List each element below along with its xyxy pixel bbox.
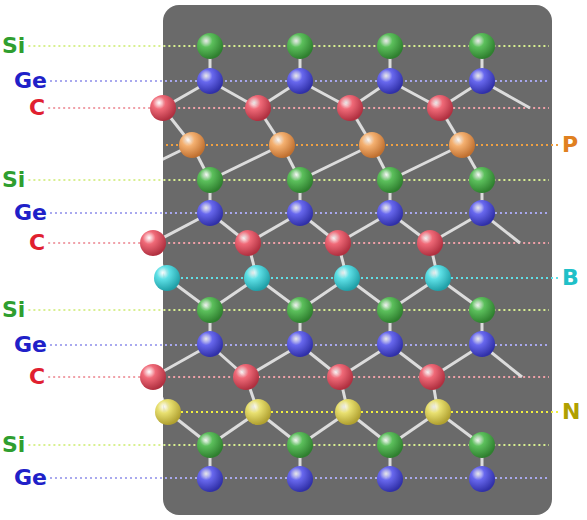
guide-line — [48, 242, 549, 244]
guide-line — [166, 411, 559, 413]
guide-line — [48, 376, 549, 378]
atom — [335, 399, 361, 425]
atom — [287, 297, 313, 323]
atom — [287, 200, 313, 226]
atom — [469, 466, 495, 492]
atom — [150, 95, 176, 121]
element-label: Ge — [14, 465, 47, 491]
atom — [419, 364, 445, 390]
atom — [287, 331, 313, 357]
atom — [287, 432, 313, 458]
atom — [197, 33, 223, 59]
element-label: Ge — [14, 200, 47, 226]
element-label: Si — [2, 432, 25, 458]
dopant-label: N — [562, 399, 580, 425]
atom — [469, 167, 495, 193]
atom — [359, 132, 385, 158]
atom — [197, 68, 223, 94]
atom — [377, 432, 403, 458]
panel — [163, 5, 552, 515]
atom — [197, 297, 223, 323]
dopant-label: B — [562, 265, 579, 291]
element-label: Ge — [14, 332, 47, 358]
atom — [287, 466, 313, 492]
element-label: Si — [2, 33, 25, 59]
element-label: Si — [2, 167, 25, 193]
element-label: C — [29, 95, 45, 121]
atom — [154, 265, 180, 291]
atom — [337, 95, 363, 121]
atom — [245, 399, 271, 425]
atom — [235, 230, 261, 256]
atom — [377, 200, 403, 226]
atom — [197, 200, 223, 226]
atom — [469, 297, 495, 323]
atom — [425, 399, 451, 425]
atom — [245, 95, 271, 121]
element-label: Si — [2, 297, 25, 323]
element-label: C — [29, 230, 45, 256]
atom — [469, 331, 495, 357]
atom — [469, 33, 495, 59]
atom — [269, 132, 295, 158]
atom — [469, 200, 495, 226]
atom — [325, 230, 351, 256]
atom — [469, 432, 495, 458]
atom — [197, 432, 223, 458]
atom — [377, 331, 403, 357]
guide-line — [48, 107, 549, 109]
atom — [287, 33, 313, 59]
atom — [449, 132, 475, 158]
atom — [334, 265, 360, 291]
atom — [140, 364, 166, 390]
atom — [425, 265, 451, 291]
atom — [377, 167, 403, 193]
element-label: C — [29, 364, 45, 390]
atom — [469, 68, 495, 94]
atom — [287, 167, 313, 193]
atom — [377, 68, 403, 94]
guide-line — [166, 277, 559, 279]
atom — [197, 466, 223, 492]
atom — [155, 399, 181, 425]
atom — [197, 167, 223, 193]
atom — [197, 331, 223, 357]
atom — [327, 364, 353, 390]
atom — [377, 297, 403, 323]
atom — [417, 230, 443, 256]
atom — [377, 33, 403, 59]
atom — [179, 132, 205, 158]
atom — [287, 68, 313, 94]
atom — [377, 466, 403, 492]
atom — [427, 95, 453, 121]
element-label: Ge — [14, 68, 47, 94]
dopant-label: P — [562, 132, 578, 158]
atom — [244, 265, 270, 291]
atom — [140, 230, 166, 256]
atom — [233, 364, 259, 390]
